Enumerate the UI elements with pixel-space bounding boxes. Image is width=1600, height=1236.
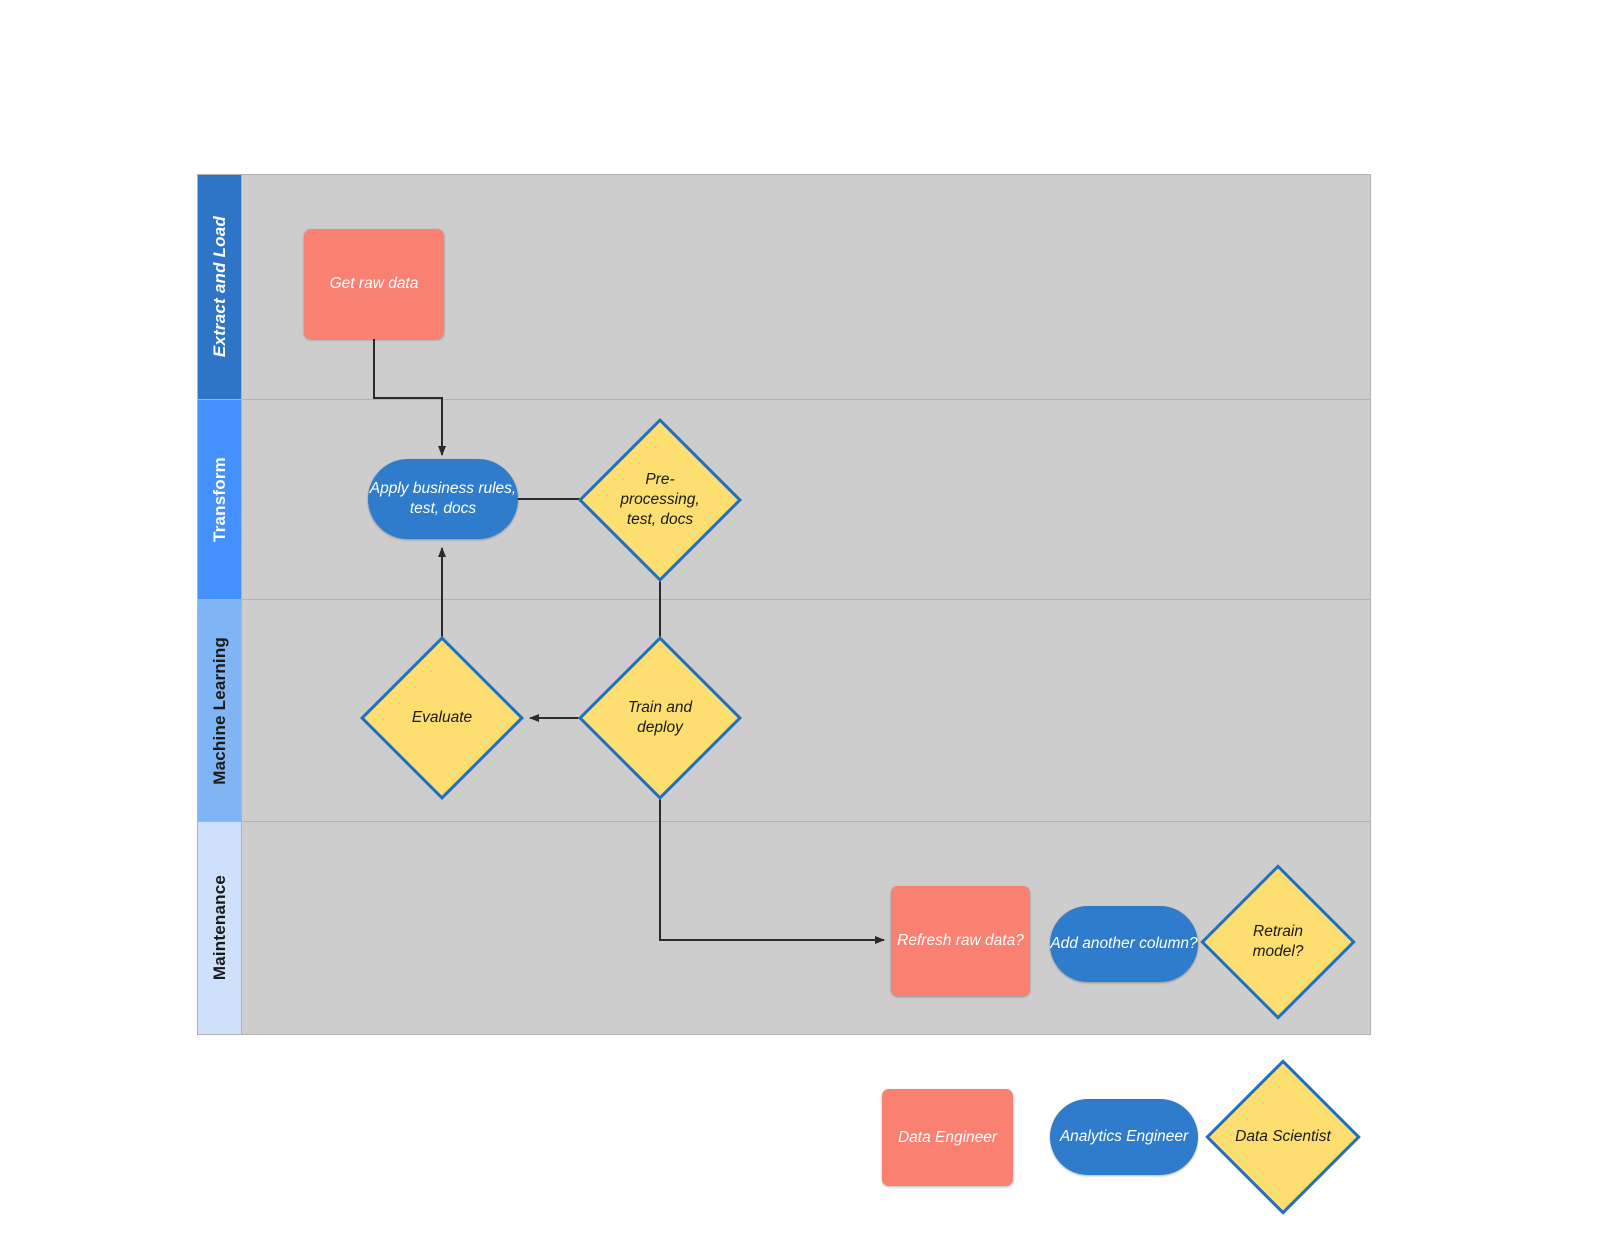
node-refresh-raw-data[interactable]: Refresh raw data? <box>891 886 1030 996</box>
legend-item-data-scientist[interactable]: Data Scientist <box>1205 1059 1361 1215</box>
node-label-pre-processing: Pre-processing, test, docs <box>620 471 700 528</box>
node-evaluate[interactable]: Evaluate <box>359 635 525 801</box>
legend-label-data-engineer: Data Engineer <box>897 1128 998 1146</box>
node-retrain-model[interactable]: Retrain model? <box>1200 864 1356 1020</box>
node-label-get-raw-data: Get raw data <box>329 275 419 293</box>
node-train-and-deploy[interactable]: Train and deploy <box>577 635 743 801</box>
node-apply-business-rules[interactable]: Apply business rules, test, docs <box>368 459 518 539</box>
legend-label-data-scientist: Data Scientist <box>1235 1128 1331 1146</box>
node-label-retrain-model: Retrain model? <box>1252 923 1304 960</box>
lane-header-transform: Transform <box>198 400 242 599</box>
lane-header-extract-and-load: Extract and Load <box>198 175 242 399</box>
lane-header-maintenance: Maintenance <box>198 822 242 1034</box>
lane-header-machine-learning: Machine Learning <box>198 600 242 821</box>
node-add-another-column[interactable]: Add another column? <box>1050 906 1198 982</box>
node-label-refresh-raw-data: Refresh raw data? <box>897 932 1024 950</box>
node-label-apply-business-rules: Apply business rules, test, docs <box>369 480 517 517</box>
node-label-train-and-deploy: Train and deploy <box>627 699 693 736</box>
legend-item-data-engineer[interactable]: Data Engineer <box>882 1089 1013 1186</box>
node-get-raw-data[interactable]: Get raw data <box>304 229 444 339</box>
legend-label-analytics-engineer: Analytics Engineer <box>1059 1128 1189 1146</box>
node-label-evaluate: Evaluate <box>411 709 473 727</box>
legend-item-analytics-engineer[interactable]: Analytics Engineer <box>1050 1099 1198 1175</box>
node-pre-processing[interactable]: Pre-processing, test, docs <box>577 417 743 583</box>
node-label-add-another-column: Add another column? <box>1050 935 1198 953</box>
